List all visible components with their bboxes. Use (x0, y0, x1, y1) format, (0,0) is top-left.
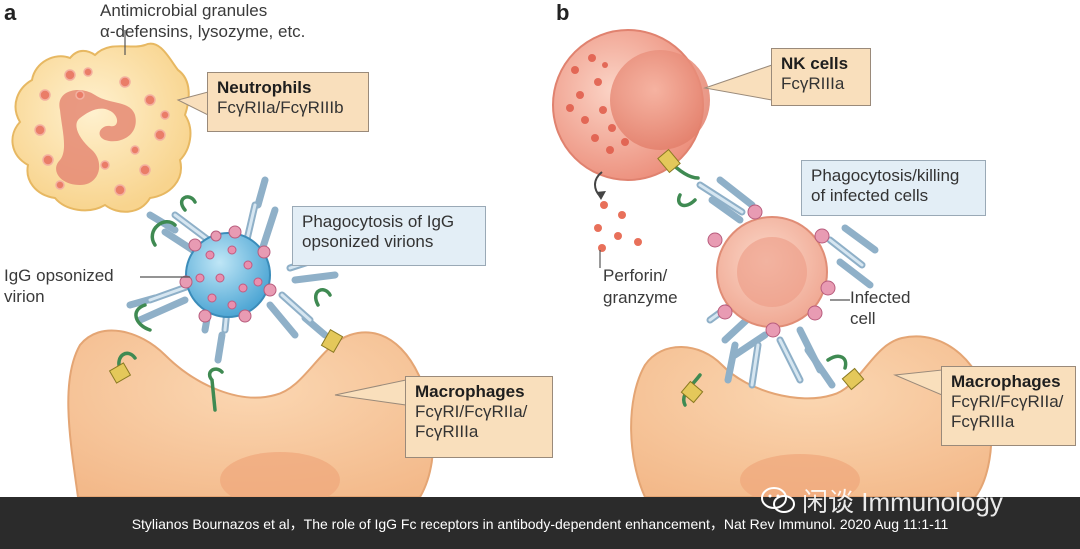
macrophages-a-title: Macrophages (415, 382, 525, 401)
macrophages-b-title: Macrophages (951, 372, 1061, 391)
panel-a-letter: a (4, 0, 17, 25)
virion-surface-spikes (179, 225, 277, 323)
wechat-icon (761, 486, 795, 513)
infected-label-line2: cell (850, 309, 876, 328)
infected-nucleus (737, 237, 807, 307)
perforin-label-line2: granzyme (603, 288, 678, 307)
nk-nucleus (610, 50, 710, 150)
neutrophils-receptors: FcγRIIa/FcγRIIIb (217, 98, 344, 117)
macrophages-callout-a: Macrophages FcγRI/FcγRIIa/ FcγRIIIa (405, 376, 553, 458)
citation-footer: Stylianos Bournazos et al，The role of Ig… (0, 497, 1080, 549)
nk-callout: NK cells FcγRIIIa (771, 48, 871, 106)
killing-line2: of infected cells (811, 186, 929, 205)
granules-label-line1: Antimicrobial granules (100, 1, 268, 20)
granules-label-line2: α-defensins, lysozyme, etc. (100, 22, 306, 41)
pointer-nk (703, 64, 773, 101)
macrophages-a-receptors-line1: FcγRI/FcγRIIa/ (415, 402, 528, 421)
macrophages-callout-b: Macrophages FcγRI/FcγRIIa/ FcγRIIIa (941, 366, 1076, 446)
infected-label-line1: Infected (850, 288, 911, 307)
killing-callout: Phagocytosis/killing of infected cells (801, 160, 986, 216)
phagocytosis-a-line2: opsonized virions (302, 232, 434, 251)
virion-label-line2: virion (4, 287, 45, 306)
receptors-a (117, 195, 332, 412)
citation-text: Stylianos Bournazos et al，The role of Ig… (131, 516, 949, 532)
neutrophils-title: Neutrophils (217, 78, 312, 97)
perforin-granules (594, 201, 642, 252)
neutrophil-nucleus (56, 90, 136, 185)
macrophage-nucleus-a (220, 452, 340, 497)
receptor-stripes-a (108, 329, 344, 384)
phagocytosis-a-line1: Phagocytosis of IgG (302, 212, 455, 231)
diagram-artwork (11, 29, 993, 497)
panel-b-letter: b (556, 0, 570, 25)
virion-label-line1: IgG opsonized (4, 266, 114, 285)
neutrophils-callout: Neutrophils FcγRIIa/FcγRIIIb (207, 72, 369, 132)
macrophages-b-receptors-line2: FcγRIIIa (951, 412, 1015, 431)
virion-antigens (195, 245, 263, 310)
nk-receptors: FcγRIIIa (781, 74, 845, 93)
receptor-stripes-b (657, 148, 865, 404)
macrophages-b-receptors-line1: FcγRI/FcγRIIa/ (951, 392, 1064, 411)
phagocytosis-callout-a: Phagocytosis of IgG opsonized virions (292, 206, 486, 266)
perforin-label-line1: Perforin/ (603, 266, 668, 285)
macrophage-nucleus-b (740, 454, 860, 497)
watermark: 闲谈 Immunology (760, 482, 1003, 519)
nk-title: NK cells (781, 54, 849, 73)
infected-antigens (707, 204, 836, 338)
watermark-text: 闲谈 Immunology (802, 487, 1003, 517)
granules (34, 67, 170, 196)
macrophages-a-receptors-line2: FcγRIIIa (415, 422, 479, 441)
killing-line1: Phagocytosis/killing (811, 166, 960, 185)
nk-granules (566, 54, 629, 154)
